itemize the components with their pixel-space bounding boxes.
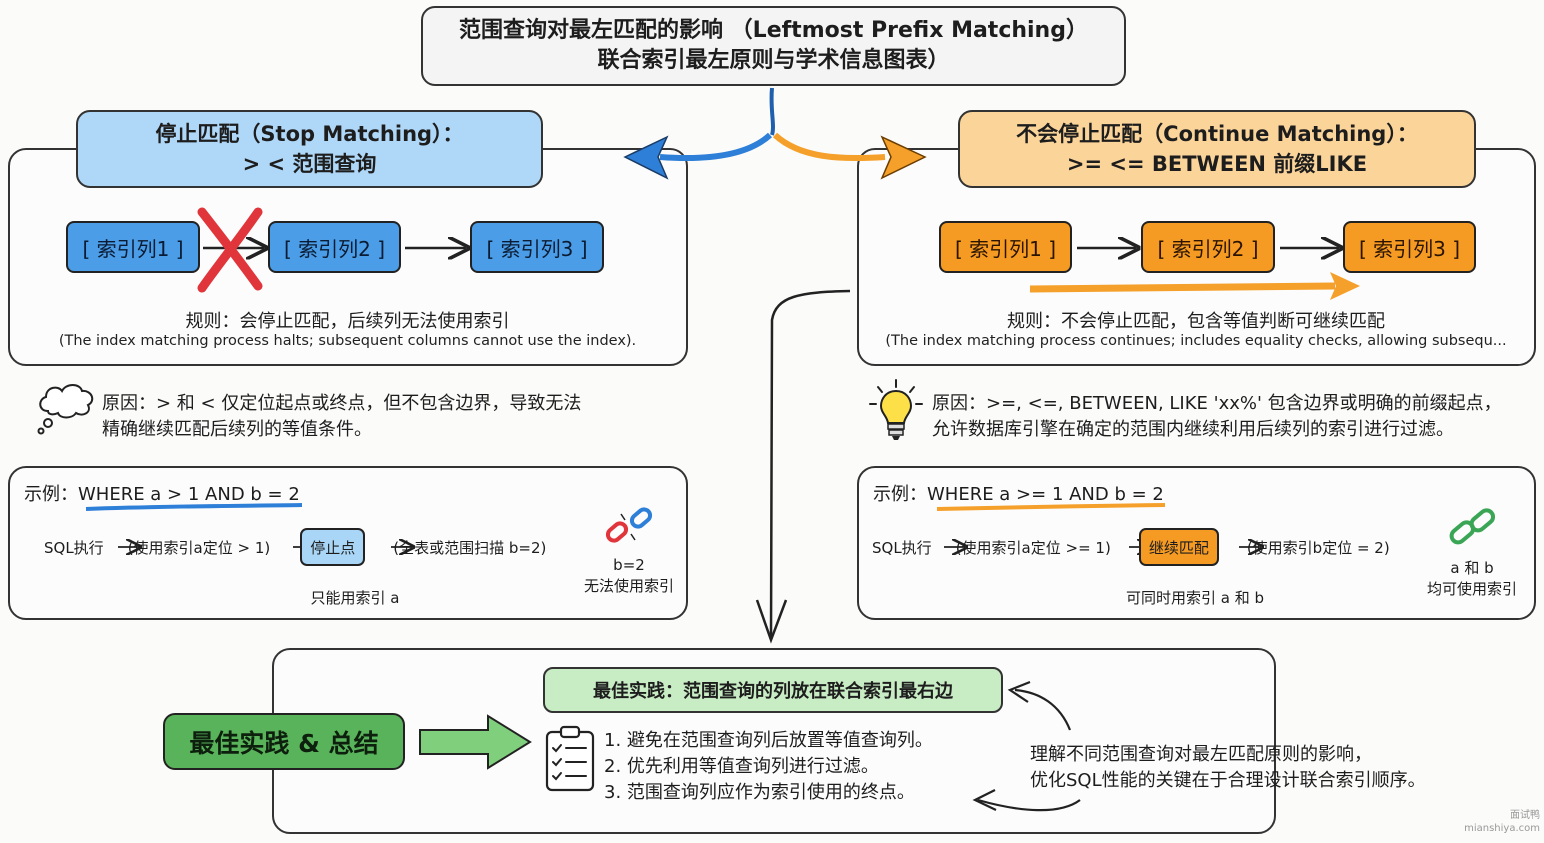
stop-matching-header: 停止匹配（Stop Matching）： > < 范围查询: [76, 110, 543, 188]
left-side-line2: 无法使用索引: [583, 577, 674, 595]
thought-cloud-icon: [37, 384, 94, 435]
best-practice-tag: 最佳实践 & 总结: [163, 713, 405, 770]
right-index-column-3: [ 索引列3 ]: [1343, 221, 1476, 273]
diagram-title: 范围查询对最左匹配的影响 （Leftmost Prefix Matching） …: [421, 6, 1126, 86]
right-flow-step2: (使用索引b定位 = 2): [1246, 538, 1390, 557]
right-side-note: a 和 b 均可使用索引: [1414, 558, 1530, 600]
checklist-clipboard-icon: [545, 725, 595, 792]
right-flow-start: SQL执行: [872, 538, 932, 557]
left-reason-text: 原因：> 和 < 仅定位起点或终点，但不包含边界，导致无法 精确继续匹配后续列的…: [102, 391, 682, 443]
left-side-note: b=2 无法使用索引: [572, 555, 686, 597]
left-reason-line1: 原因：> 和 < 仅定位起点或终点，但不包含边界，导致无法: [102, 393, 582, 414]
right-side-line2: 均可使用索引: [1426, 580, 1517, 598]
broken-link-icon: [605, 507, 653, 543]
lightbulb-icon: [869, 379, 923, 440]
summary-text: 理解不同范围查询对最左匹配原则的影响， 优化SQL性能的关键在于合理设计联合索引…: [1030, 742, 1426, 794]
left-flow-step1: (使用索引a定位 > 1): [127, 538, 271, 557]
left-example-sql: WHERE a > 1 AND b = 2: [78, 484, 300, 505]
best-practice-list: 1. 避免在范围查询列后放置等值查询列。 2. 优先利用等值查询列进行过滤。 3…: [604, 728, 933, 806]
summary-line1: 理解不同范围查询对最左匹配原则的影响，: [1030, 744, 1372, 765]
stop-header-line1: 停止匹配（Stop Matching）：: [155, 122, 464, 146]
right-example-sql: WHERE a >= 1 AND b = 2: [927, 484, 1164, 505]
left-rule-english: (The index matching process halts; subse…: [58, 333, 637, 349]
right-reason-text: 原因：>=, <=, BETWEEN, LIKE 'xx%' 包含边界或明确的前…: [932, 391, 1536, 443]
best-practice-heading: 最佳实践：范围查询的列放在联合索引最右边: [543, 667, 1003, 713]
best-item-3: 3. 范围查询列应作为索引使用的终点。: [604, 782, 915, 803]
title-line2: 联合索引最左原则与学术信息图表）: [597, 48, 950, 73]
left-index-column-2: [ 索引列2 ]: [268, 221, 401, 273]
right-flow-step1: (使用索引a定位 >= 1): [955, 538, 1111, 557]
chain-link-icon: [1449, 508, 1496, 545]
stop-header-line2: > < 范围查询: [242, 152, 377, 176]
watermark-line2: mianshiya.com: [1464, 823, 1540, 834]
left-example-heading: 示例：WHERE a > 1 AND b = 2: [24, 480, 300, 506]
best-item-1: 1. 避免在范围查询列后放置等值查询列。: [604, 730, 933, 751]
continue-matching-header: 不会停止匹配（Continue Matching）： >= <= BETWEEN…: [958, 110, 1476, 188]
left-flow-start: SQL执行: [44, 538, 104, 557]
left-index-column-1: [ 索引列1 ]: [66, 221, 200, 273]
left-example-label: 示例：: [24, 484, 78, 505]
right-index-column-2: [ 索引列2 ]: [1141, 221, 1275, 273]
right-rule-text: 规则：不会停止匹配，包含等值判断可继续匹配: [1007, 311, 1385, 332]
right-reason-line1: 原因：>=, <=, BETWEEN, LIKE 'xx%' 包含边界或明确的前…: [932, 393, 1502, 414]
right-rule-english: (The index matching process continues; i…: [885, 333, 1507, 349]
left-rule-text: 规则：会停止匹配，后续列无法使用索引: [185, 311, 510, 332]
title-line1: 范围查询对最左匹配的影响 （Leftmost Prefix Matching）: [459, 18, 1088, 43]
stop-point-pill: 停止点: [300, 528, 366, 566]
summary-line2: 优化SQL性能的关键在于合理设计联合索引顺序。: [1030, 770, 1426, 791]
continue-match-pill: 继续匹配: [1138, 528, 1219, 566]
continue-header-line1: 不会停止匹配（Continue Matching）：: [1016, 122, 1418, 146]
left-index-column-3: [ 索引列3 ]: [470, 221, 604, 273]
best-item-2: 2. 优先利用等值查询列进行过滤。: [604, 756, 879, 777]
right-flow-note: 可同时用索引 a 和 b: [1125, 589, 1265, 607]
left-sql-flow: SQL执行 (使用索引a定位 > 1) 停止点 (全表或范围扫描 b=2): [44, 528, 547, 566]
right-reason-line2: 允许数据库引擎在确定的范围内继续利用后续列的索引进行过滤。: [932, 419, 1454, 440]
right-example-heading: 示例：WHERE a >= 1 AND b = 2: [873, 480, 1164, 506]
left-flow-note: 只能用索引 a: [310, 589, 400, 607]
continue-header-line2: >= <= BETWEEN 前缀LIKE: [1066, 152, 1368, 176]
left-side-line1: b=2: [613, 556, 645, 574]
left-reason-line2: 精确继续匹配后续列的等值条件。: [102, 419, 372, 440]
right-example-label: 示例：: [873, 484, 927, 505]
watermark: 面试鸭 mianshiya.com: [1440, 809, 1540, 835]
right-sql-flow: SQL执行 (使用索引a定位 >= 1) 继续匹配 (使用索引b定位 = 2): [872, 528, 1390, 566]
right-index-column-1: [ 索引列1 ]: [939, 221, 1072, 273]
left-flow-step2: (全表或范围扫描 b=2): [393, 538, 547, 557]
watermark-line1: 面试鸭: [1510, 810, 1540, 821]
right-side-line1: a 和 b: [1450, 559, 1494, 577]
